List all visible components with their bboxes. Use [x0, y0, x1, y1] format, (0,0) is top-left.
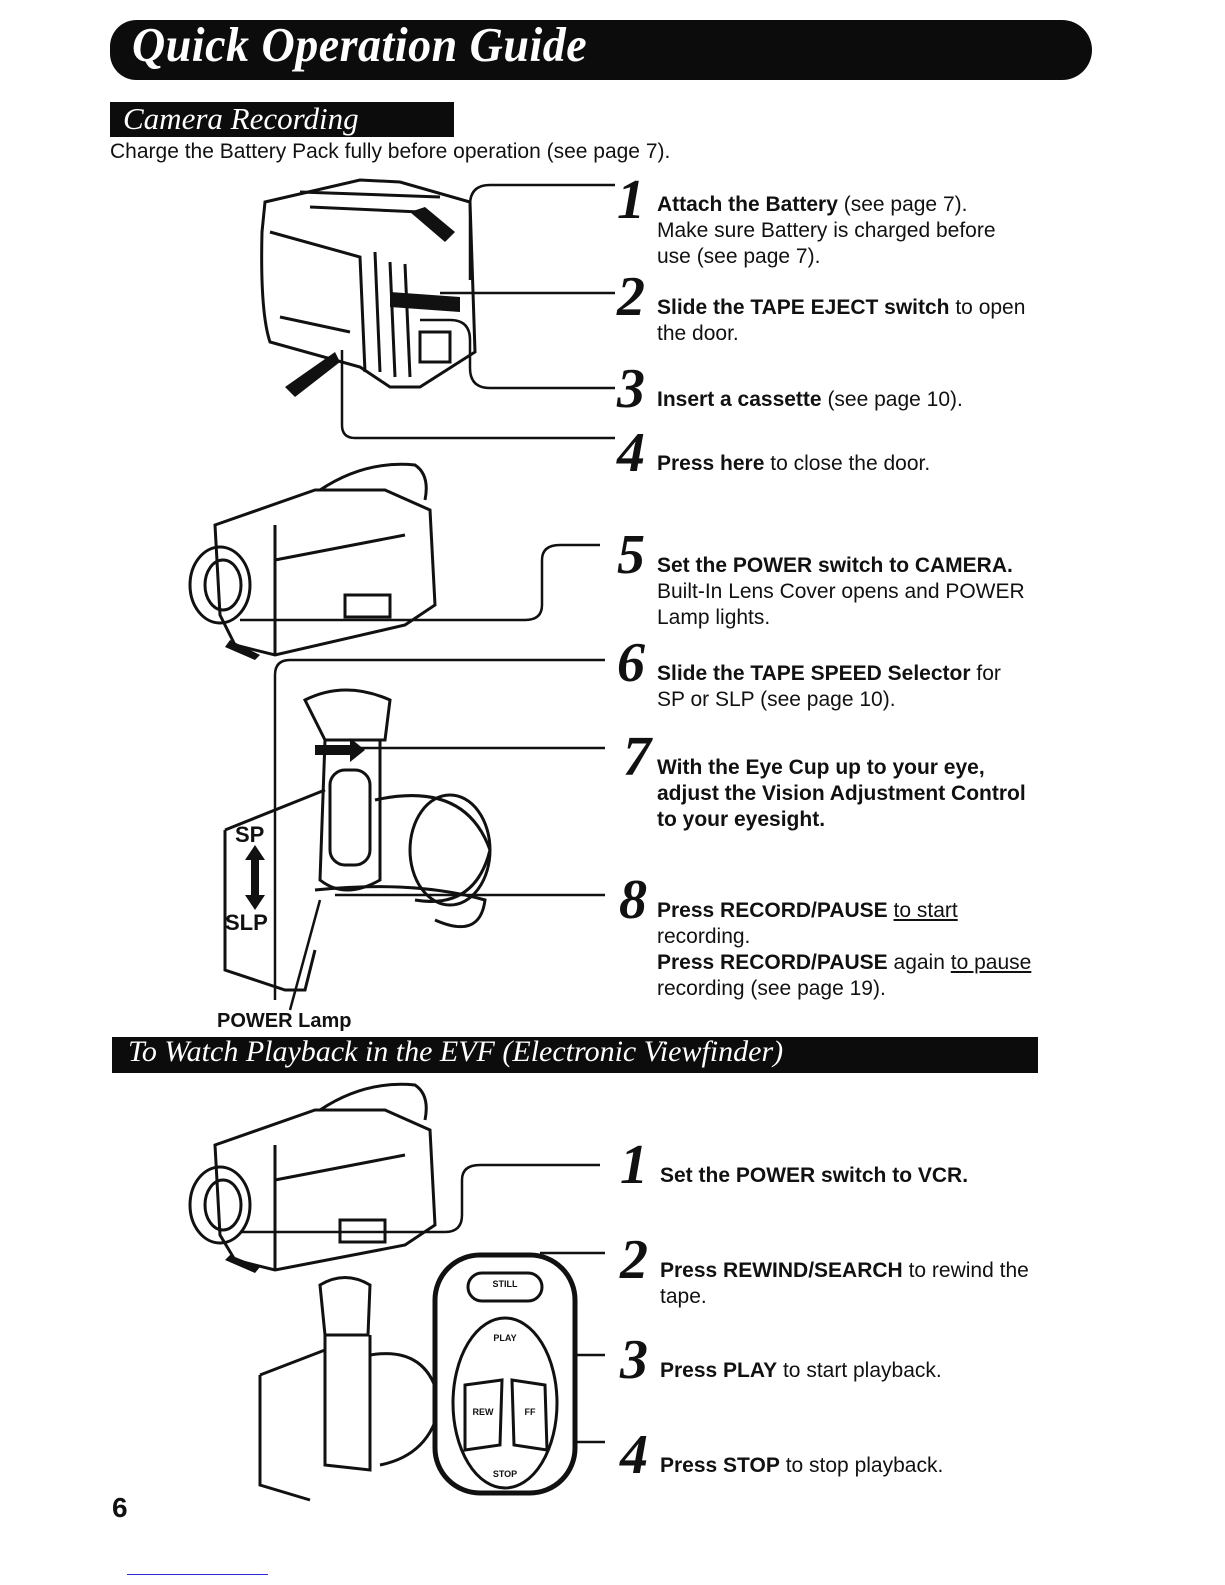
step-number: 1 — [617, 169, 645, 231]
section-title-camera-recording: Camera Recording — [123, 101, 359, 136]
camcorder-playback-illustration — [188, 1082, 437, 1273]
step-number: 6 — [617, 632, 645, 694]
step-number: 4 — [617, 422, 645, 484]
step-5: 5 Set the POWER switch to CAMERA. Built-… — [617, 524, 1025, 629]
vertical-arrow-icon — [245, 845, 265, 910]
step-number: 2 — [617, 266, 645, 328]
ff-button-label: FF — [525, 1407, 536, 1417]
page-title: Quick Operation Guide — [132, 17, 588, 72]
step-8: 8 Press RECORD/PAUSE to start recording.… — [619, 869, 1032, 1000]
step-1: 1 Attach the Battery (see page 7). Make … — [617, 169, 996, 268]
slp-label: SLP — [225, 910, 268, 935]
step-number: 5 — [617, 524, 645, 586]
title-banner — [110, 20, 1092, 80]
playback-step-2: 2 Press REWIND/SEARCH to rewind the tape… — [620, 1229, 1029, 1308]
camcorder-buttons-illustration: STILL PLAY REW FF STOP — [258, 1252, 578, 1502]
step-number: 1 — [620, 1134, 648, 1196]
section-title-playback: To Watch Playback in the EVF (Electronic… — [128, 1035, 784, 1068]
step-6: 6 Slide the TAPE SPEED Selector for SP o… — [617, 632, 1001, 711]
playback-step-3: 3 Press PLAY to start playback. — [620, 1329, 942, 1391]
play-button-label: PLAY — [493, 1333, 516, 1343]
camcorder-door-illustration — [260, 178, 477, 397]
arrow-icon — [285, 352, 340, 397]
step-number: 2 — [620, 1229, 648, 1291]
step-2: 2 Slide the TAPE EJECT switch to open th… — [617, 266, 1026, 345]
camcorder-eyecup-illustration: SP SLP — [223, 688, 492, 992]
step-7: 7 With the Eye Cup up to your eye, adjus… — [623, 726, 1026, 831]
arrow-icon — [390, 292, 460, 312]
arrow-icon — [225, 1255, 260, 1273]
camcorder-power-switch-illustration — [188, 462, 437, 660]
step-number: 8 — [619, 869, 647, 931]
double-arrow-icon — [315, 738, 365, 762]
step-number: 3 — [620, 1329, 648, 1391]
intro-text: Charge the Battery Pack fully before ope… — [110, 140, 671, 163]
still-button-label: STILL — [493, 1279, 518, 1289]
footer-rule — [127, 1574, 268, 1575]
step-number: 7 — [623, 726, 651, 788]
stop-button-label: STOP — [493, 1469, 517, 1479]
playback-step-4: 4 Press STOP to stop playback. — [620, 1424, 944, 1486]
step-4: 4 Press here to close the door. — [617, 422, 931, 484]
section-banner-camera-recording — [110, 102, 454, 137]
rew-button-label: REW — [473, 1407, 495, 1417]
section-banner-playback — [112, 1037, 1038, 1073]
power-lamp-label: POWER Lamp — [217, 1010, 352, 1032]
page-number: 6 — [112, 1492, 128, 1523]
step-number: 3 — [617, 358, 645, 420]
playback-step-1: 1 Set the POWER switch to VCR. — [620, 1134, 969, 1196]
sp-label: SP — [235, 822, 264, 847]
step-3: 3 Insert a cassette (see page 10). — [617, 358, 963, 420]
step-number: 4 — [620, 1424, 648, 1486]
arrow-icon — [225, 640, 260, 660]
